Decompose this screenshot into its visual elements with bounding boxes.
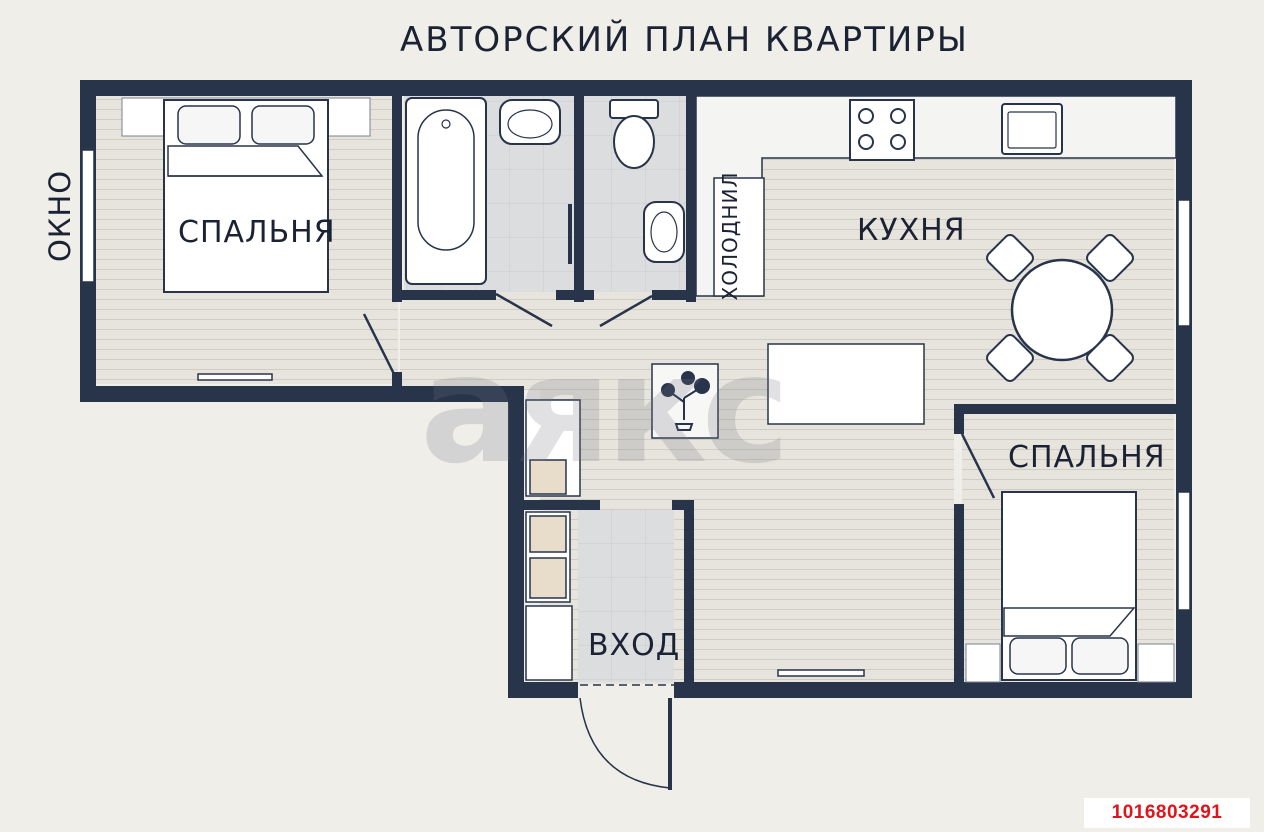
- wall: [508, 386, 524, 698]
- door-bedroom-right: [960, 433, 996, 499]
- wall: [80, 386, 524, 402]
- bathtub-drain: [441, 119, 451, 129]
- toilet-bowl: [613, 115, 655, 169]
- pillow: [1071, 637, 1129, 675]
- kitchen-island: [767, 343, 925, 425]
- wall: [684, 500, 694, 686]
- toilet-sink: [643, 201, 685, 263]
- hall-decor: [651, 363, 719, 439]
- bathtub-inner: [417, 109, 475, 251]
- window-left: [81, 149, 95, 283]
- dining-chairs: [986, 234, 1134, 382]
- radiator: [777, 669, 865, 677]
- bedroom-left-furniture: [121, 97, 371, 293]
- fridge: [713, 177, 765, 297]
- dining-table: [1010, 258, 1114, 362]
- window-right-top: [1177, 199, 1191, 327]
- wall: [392, 80, 402, 302]
- burner: [890, 108, 906, 124]
- kitchen-sink: [1001, 103, 1063, 155]
- wall: [652, 290, 696, 300]
- radiators: [197, 373, 865, 677]
- windows: [81, 149, 1191, 611]
- wall: [522, 500, 600, 510]
- bedroom-right-label: СПАЛЬНЯ: [1008, 440, 1166, 475]
- chair: [986, 334, 1034, 382]
- burner: [858, 108, 874, 124]
- nightstand: [1137, 643, 1175, 683]
- wardrobe-box: [529, 557, 567, 599]
- listing-id: 1016803291: [1084, 798, 1250, 828]
- wall: [574, 80, 584, 302]
- bonsai-leaves: [694, 378, 710, 394]
- watermark: аякс: [420, 323, 790, 497]
- wall: [954, 404, 1192, 414]
- wall: [686, 80, 696, 302]
- radiator: [197, 373, 273, 381]
- pillow: [177, 105, 241, 145]
- wardrobe-box: [529, 515, 567, 553]
- door-bedroom-left: [362, 313, 400, 383]
- bedroom-left-label: СПАЛЬНЯ: [178, 215, 336, 250]
- kitchen-label: КУХНЯ: [857, 213, 966, 248]
- pillow: [251, 105, 315, 145]
- doors: [362, 292, 996, 790]
- bathroom-sink: [499, 99, 561, 145]
- blanket-fold: [167, 145, 324, 177]
- bonsai-icon: [669, 387, 701, 431]
- door-toilet: [599, 294, 653, 328]
- burner: [890, 134, 906, 150]
- wall: [392, 290, 496, 300]
- pillow: [1009, 637, 1067, 675]
- wall: [954, 404, 964, 434]
- blanket-fold: [1003, 607, 1136, 637]
- wall: [954, 504, 964, 698]
- entry-label: ВХОД: [588, 628, 681, 663]
- kitchen-sink-bowl: [1007, 111, 1057, 149]
- fridge-label: ХОЛОДНИЛ: [718, 171, 742, 301]
- sink-bowl: [507, 109, 553, 139]
- door-bathroom: [495, 292, 553, 328]
- entry-door-swing: [579, 697, 671, 789]
- wardrobe-units: [525, 399, 581, 681]
- wall: [508, 682, 578, 698]
- wall: [80, 80, 1192, 96]
- wall: [672, 500, 694, 510]
- kitchen-furniture: [695, 95, 1177, 425]
- bedroom-right-furniture: [965, 491, 1175, 683]
- bathroom-fixtures: [405, 97, 572, 285]
- bonsai-leaves: [661, 383, 675, 397]
- wardrobe-box: [529, 459, 567, 495]
- bonsai-leaves: [681, 371, 695, 385]
- hall-floor: [400, 292, 696, 390]
- chair: [1086, 334, 1134, 382]
- chair: [986, 234, 1034, 282]
- wall: [556, 290, 594, 300]
- burner: [858, 134, 874, 150]
- towel-rail: [568, 204, 572, 264]
- entry-floor: [578, 510, 674, 682]
- toilet-sink-bowl: [650, 211, 678, 253]
- wardrobe: [525, 605, 573, 681]
- chair: [1086, 234, 1134, 282]
- window-right-bottom: [1177, 491, 1191, 611]
- plan-title: АВТОРСКИЙ ПЛАН КВАРТИРЫ: [400, 20, 969, 60]
- window-label: ОКНО: [43, 169, 77, 263]
- wall: [674, 682, 1192, 698]
- stove: [849, 99, 915, 161]
- toilet-fixtures: [609, 99, 685, 263]
- nightstand: [965, 643, 1001, 683]
